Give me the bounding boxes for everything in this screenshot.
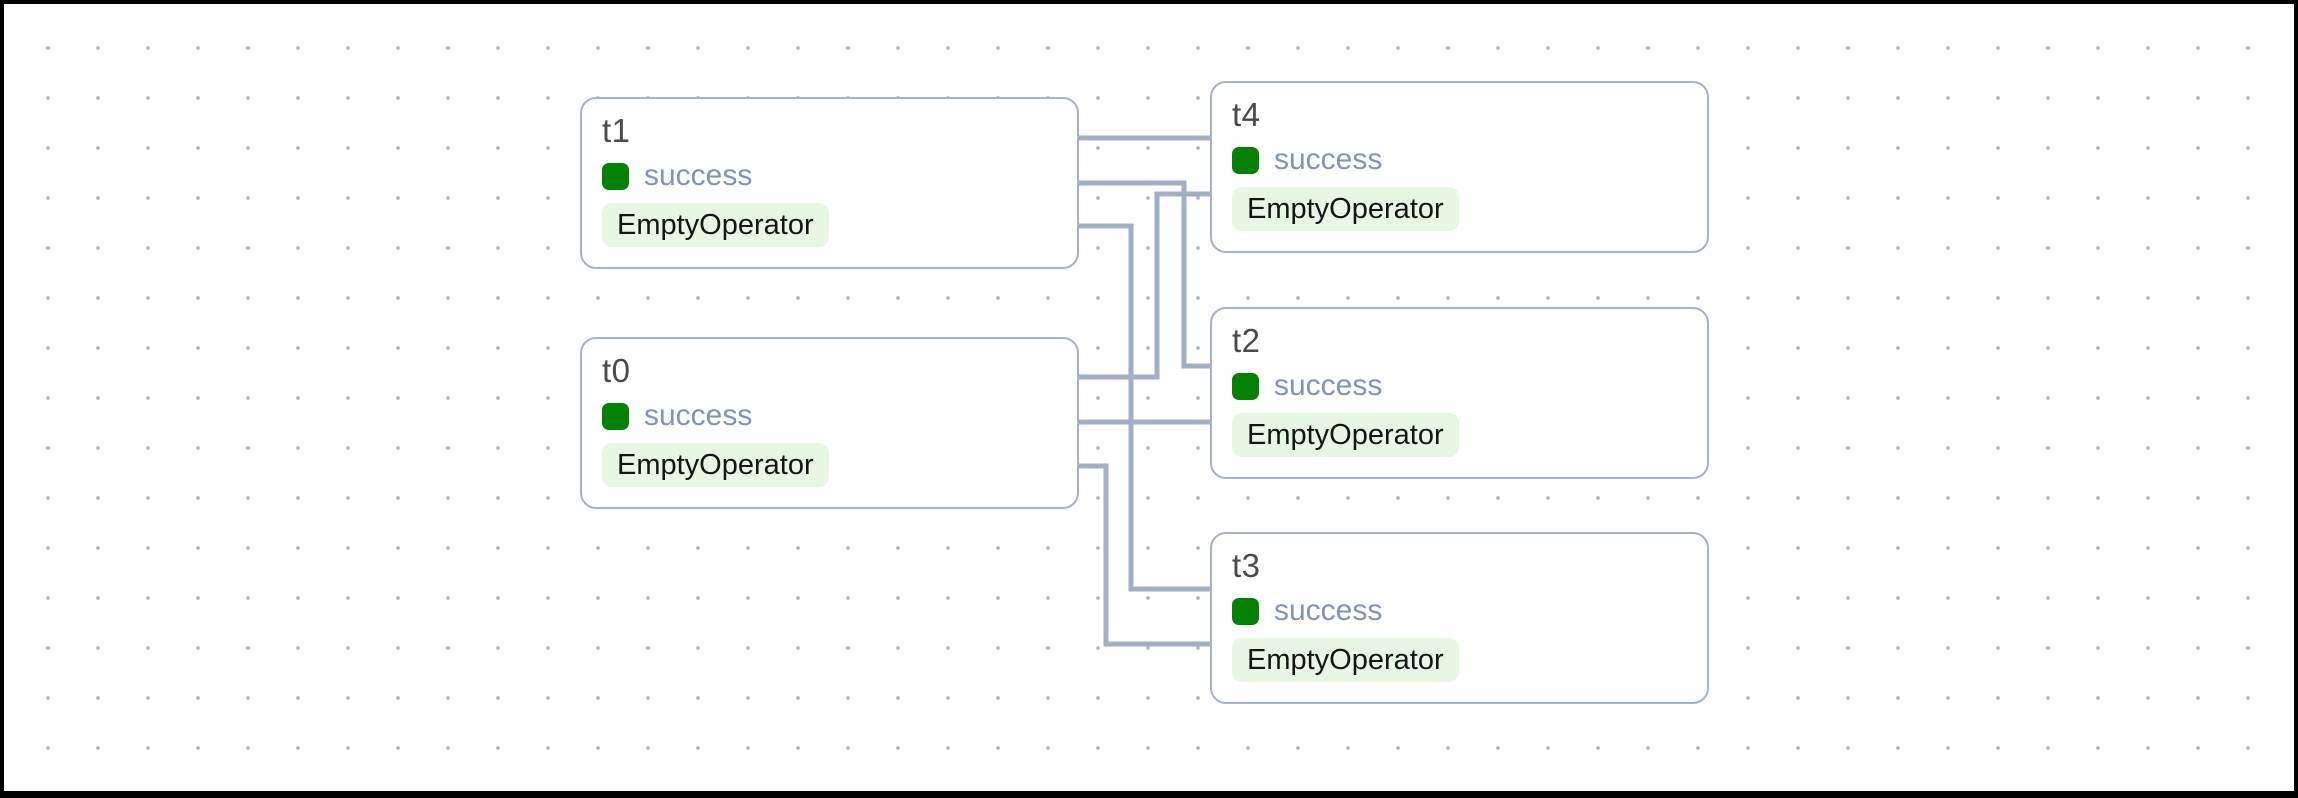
task-operator-row: EmptyOperator [602,443,1057,487]
status-success-icon [1232,146,1259,174]
operator-pill: EmptyOperator [1232,413,1459,457]
task-operator-row: EmptyOperator [1232,413,1687,457]
task-node-t2[interactable]: t2 success EmptyOperator [1210,307,1709,479]
task-title: t4 [1232,96,1261,133]
status-label: success [1274,369,1383,402]
task-status-row: success [1232,593,1687,629]
task-status-row: success [1232,368,1687,404]
task-operator-row: EmptyOperator [602,203,1057,247]
edge-t1-t3 [1076,223,1214,592]
status-label: success [1274,594,1383,627]
task-title: t0 [602,352,631,389]
operator-pill: EmptyOperator [602,203,829,247]
task-status-row: success [602,158,1057,194]
operator-pill: EmptyOperator [1232,638,1459,682]
task-node-t0[interactable]: t0 success EmptyOperator [580,337,1079,509]
edge-t0-t4 [1076,191,1214,380]
task-node-t4[interactable]: t4 success EmptyOperator [1210,81,1709,253]
task-operator-row: EmptyOperator [1232,638,1687,682]
edge-t1-t2 [1076,180,1214,369]
task-node-t1[interactable]: t1 success EmptyOperator [580,97,1079,269]
task-node-t3[interactable]: t3 success EmptyOperator [1210,532,1709,704]
task-operator-row: EmptyOperator [1232,187,1687,231]
nodes-layer: t1 success EmptyOperator t0 success Empt… [4,4,2294,791]
task-title: t1 [602,112,631,149]
status-label: success [644,399,753,432]
task-title: t3 [1232,547,1261,584]
edge-t0-t3 [1076,463,1214,647]
status-success-icon [1232,597,1259,625]
operator-pill: EmptyOperator [602,443,829,487]
status-label: success [1274,143,1383,176]
status-success-icon [1232,372,1259,400]
operator-pill: EmptyOperator [1232,187,1459,231]
status-success-icon [602,162,629,190]
edges-layer [1076,135,1214,647]
task-title: t2 [1232,322,1261,359]
task-status-row: success [1232,142,1687,178]
task-status-row: success [602,398,1057,434]
status-success-icon [602,402,629,430]
status-label: success [644,159,753,192]
